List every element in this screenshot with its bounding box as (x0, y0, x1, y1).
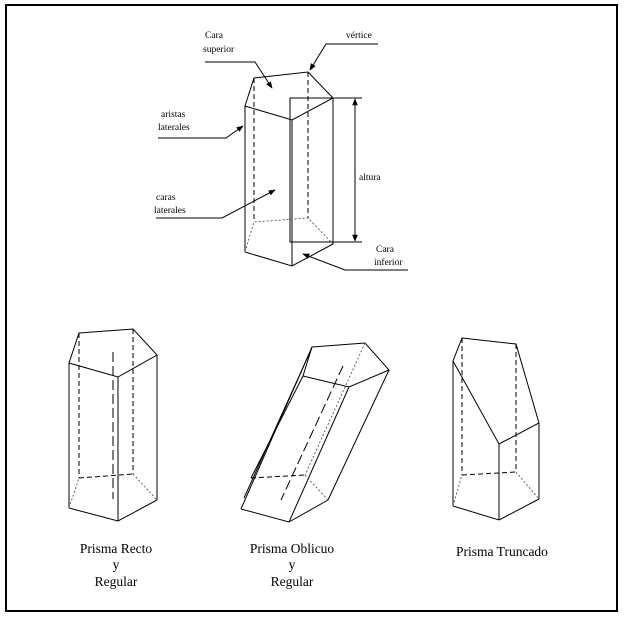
right-bottom-sides (68, 477, 80, 509)
leader-lateral-faces (156, 189, 276, 219)
right-bottom-back (78, 473, 134, 479)
caption-right-line1: Prisma Recto (80, 541, 153, 556)
captions: Prisma Recto y Regular Prisma Oblicuo y … (80, 541, 548, 589)
height-reference-lines (289, 97, 362, 243)
label-lateral-faces-1: caras (156, 193, 176, 203)
label-lateral-faces-2: laterales (154, 206, 186, 216)
label-top-face-2: superior (203, 45, 235, 55)
label-top-face-1: Cara (205, 31, 224, 41)
label-vertex: vértice (346, 31, 372, 41)
truncated-bottom-back (461, 471, 517, 476)
oblique-edge-back-right (304, 342, 366, 476)
truncated-top-face (452, 337, 540, 445)
right-regular-prism (68, 328, 158, 522)
oblique-edge-right (327, 369, 390, 501)
caption-oblique-line1: Prisma Oblicuo (250, 541, 335, 556)
oblique-prism-axis (280, 365, 344, 501)
figure-frame (5, 4, 618, 612)
caption-oblique-line2: y (289, 557, 296, 572)
truncated-bottom-right (515, 471, 540, 500)
right-bottom-front (68, 499, 158, 522)
leader-vertex (309, 43, 378, 71)
right-bottom-sides-2 (132, 473, 158, 501)
label-lateral-edges-2: laterales (158, 123, 190, 133)
oblique-regular-prism (240, 342, 390, 523)
label-bottom-face-2: inferior (374, 257, 403, 268)
oblique-top-face (302, 342, 390, 388)
truncated-bottom-front (452, 498, 540, 521)
label-lateral-edges-1: aristas (161, 110, 186, 120)
leader-top-face (205, 61, 273, 89)
leader-lateral-edges (158, 125, 244, 139)
oblique-bottom-right (304, 474, 329, 501)
oblique-bottom-front (240, 499, 329, 523)
main-top-face (244, 71, 334, 121)
leader-bottom-face (302, 253, 408, 271)
caption-oblique-line3: Regular (271, 574, 314, 589)
caption-truncated: Prisma Truncado (456, 544, 548, 559)
oblique-edge-left-inner (243, 351, 311, 499)
truncated-bottom-left (452, 474, 463, 507)
main-prism: Cara superior vértice aristas laterales … (154, 31, 408, 271)
caption-right-line2: y (113, 557, 120, 572)
oblique-bottom-back (250, 474, 306, 479)
main-bottom-front (244, 243, 334, 267)
oblique-edge-front (288, 386, 350, 523)
label-bottom-face-1: Cara (376, 245, 395, 255)
main-bottom-back (244, 217, 334, 253)
label-height: altura (359, 173, 381, 183)
right-top-face (68, 328, 158, 378)
truncated-prism (452, 337, 540, 521)
oblique-edge-left (250, 375, 304, 479)
caption-right-line3: Regular (95, 574, 138, 589)
